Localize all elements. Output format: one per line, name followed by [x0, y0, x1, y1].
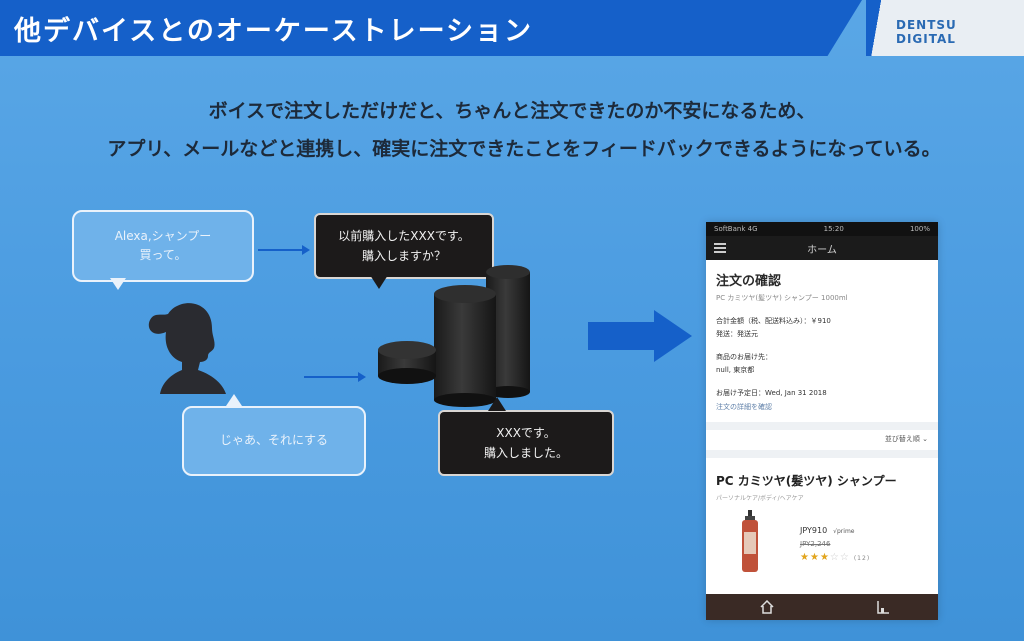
- alexa-done-bubble-tail: [488, 397, 506, 411]
- rating-star-icon: ★: [819, 552, 830, 563]
- dentsu-digital-logo: DENTSU DIGITAL: [866, 0, 1024, 56]
- logo-text-line1: DENTSU: [896, 18, 957, 32]
- section-divider: [706, 422, 938, 430]
- logo-text-line2: DIGITAL: [896, 32, 956, 46]
- alexa-question-bubble: 以前購入したXXXです。 購入しますか？: [314, 213, 494, 279]
- shampoo-bottle-image: [742, 510, 758, 572]
- arrow-right-icon: [304, 372, 366, 382]
- big-arrow-right-icon: [588, 310, 692, 362]
- user-confirm-bubble-tail: [226, 394, 242, 406]
- amazon-echo-devices-icon: [378, 265, 530, 407]
- order-ship: 発送：発送元: [716, 330, 758, 338]
- user-request-text: Alexa,シャンプー 買って。: [114, 228, 212, 262]
- amazon-app-screenshot: SoftBank 4G 15:20 100% ホーム 注文の確認 PC カミツヤ…: [706, 222, 938, 620]
- user-confirm-bubble: じゃあ、それにする: [182, 406, 366, 476]
- prime-badge: √prime: [833, 528, 855, 535]
- phone-status-bar: SoftBank 4G 15:20 100%: [706, 222, 938, 236]
- user-request-bubble-tail: [110, 278, 126, 290]
- rating-star-icon: ☆: [829, 552, 840, 563]
- order-subtitle: PC カミツヤ(髪ツヤ) シャンプー 1000ml: [716, 294, 848, 302]
- logo-slash-shape: [866, 0, 894, 56]
- order-total: 合計金額（税、配送料込み）：￥910: [716, 317, 831, 325]
- rating-star-icon: ★: [800, 552, 810, 563]
- order-destination: null, 東京都: [716, 366, 755, 374]
- hamburger-menu-icon[interactable]: [714, 243, 726, 253]
- product-old-price: JPY2,246: [800, 540, 831, 548]
- account-icon[interactable]: [876, 600, 890, 614]
- product-category: パーソナルケア/ボディ/ヘアケア: [716, 495, 804, 502]
- home-icon[interactable]: [760, 600, 774, 614]
- phone-nav-bar: ホーム: [706, 236, 938, 260]
- status-battery: 100%: [909, 225, 930, 233]
- section-divider: [706, 450, 938, 458]
- alexa-question-bubble-tail: [370, 275, 388, 289]
- alexa-done-bubble: XXXです。 購入しました。: [438, 410, 614, 476]
- status-carrier: SoftBank 4G: [714, 225, 758, 233]
- user-confirm-text: じゃあ、それにする: [219, 433, 329, 448]
- product-row[interactable]: JPY910√prime JPY2,246 ★★★☆☆(12): [716, 508, 928, 578]
- order-destination-label: 商品のお届け先：: [716, 353, 772, 361]
- phone-tab-bar: [706, 594, 938, 620]
- product-rating: ★★★☆☆(12): [800, 552, 870, 563]
- review-count: (12): [853, 555, 871, 562]
- sort-dropdown[interactable]: 並び替え順 ⌄: [884, 435, 928, 443]
- alexa-question-text: 以前購入したXXXです。 購入しますか？: [338, 228, 470, 263]
- product-price: JPY910√prime: [800, 526, 855, 535]
- title-bar: 他デバイスとのオーケーストレーション: [0, 0, 862, 56]
- product-title[interactable]: PC カミツヤ(髪ツヤ) シャンプー: [716, 474, 897, 488]
- order-delivery-date: お届け予定日：Wed, Jan 31 2018: [716, 389, 827, 397]
- order-confirmation-body: 注文の確認 PC カミツヤ(髪ツヤ) シャンプー 1000ml 合計金額（税、配…: [706, 260, 938, 582]
- slide-title: 他デバイスとのオーケーストレーション: [14, 16, 534, 47]
- arrow-right-icon: [258, 245, 310, 255]
- woman-silhouette-icon: [148, 303, 226, 394]
- alexa-done-text: XXXです。 購入しました。: [483, 425, 568, 460]
- user-request-bubble: Alexa,シャンプー 買って。: [72, 210, 254, 282]
- order-detail-link[interactable]: 注文の詳細を確認: [716, 403, 772, 411]
- description-line-2: アプリ、メールなどと連携し、確実に注文できたことをフィードバックできるようになっ…: [107, 138, 941, 160]
- nav-title: ホーム: [807, 244, 837, 256]
- status-time: 15:20: [823, 225, 844, 233]
- rating-star-icon: ★: [809, 552, 820, 563]
- order-heading: 注文の確認: [716, 274, 782, 289]
- rating-star-icon: ☆: [839, 552, 850, 563]
- description-line-1: ボイスで注文しただけだと、ちゃんと注文できたのか不安になるため、: [208, 100, 816, 122]
